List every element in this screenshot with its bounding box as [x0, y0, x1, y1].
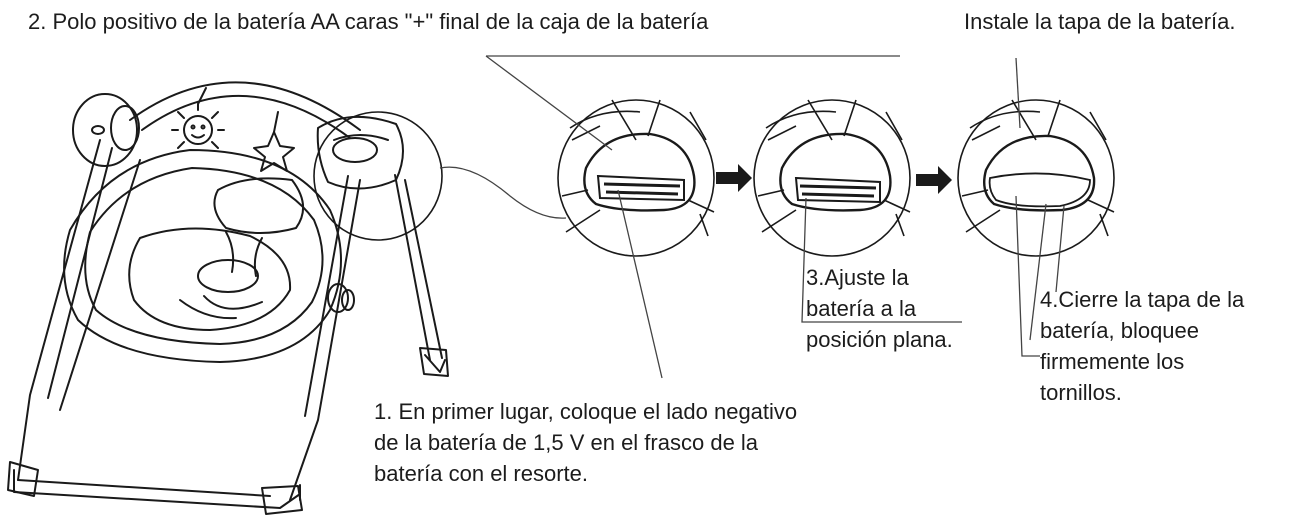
- step4-line-4: tornillos.: [1040, 380, 1122, 405]
- step1-label: 1. En primer lugar, coloque el lado nega…: [374, 396, 797, 489]
- step1-line-3: batería con el resorte.: [374, 461, 589, 486]
- leader-line-install: [1015, 57, 1021, 129]
- leader-line-step3: [801, 197, 962, 323]
- leader-line-step1: [617, 189, 663, 379]
- battery-box-open-detail: [557, 99, 715, 257]
- right-arrow-1: [716, 164, 752, 192]
- step4-line-3: firmemente los: [1040, 349, 1185, 374]
- step2-label: 2. Polo positivo de la batería AA caras …: [28, 9, 709, 34]
- leader-line-step4: [1015, 195, 1040, 357]
- install-cover-label: Instale la tapa de la batería.: [964, 9, 1236, 34]
- step4-label: 4.Cierre la tapa de la batería, bloquee …: [1040, 284, 1244, 408]
- battery-box-flat-detail: [753, 99, 911, 257]
- step4-line-2: batería, bloquee: [1040, 318, 1200, 343]
- battery-box-closed-detail: [957, 99, 1115, 257]
- step4-line-1: 4.Cierre la tapa de la: [1040, 287, 1245, 312]
- step1-line-2: de la batería de 1,5 V en el frasco de l…: [374, 430, 759, 455]
- leader-lines: [485, 55, 1065, 379]
- baby-swing-illustration: [7, 81, 449, 515]
- step1-line-1: 1. En primer lugar, coloque el lado nega…: [374, 399, 798, 424]
- right-arrow-2: [916, 166, 952, 194]
- step3-line-1: 3.Ajuste la: [806, 265, 909, 290]
- step3-label: 3.Ajuste la batería a la posición plana.: [806, 262, 953, 355]
- step3-line-2: batería a la: [806, 296, 917, 321]
- leader-line-swing: [439, 166, 567, 219]
- step3-line-3: posición plana.: [806, 327, 953, 352]
